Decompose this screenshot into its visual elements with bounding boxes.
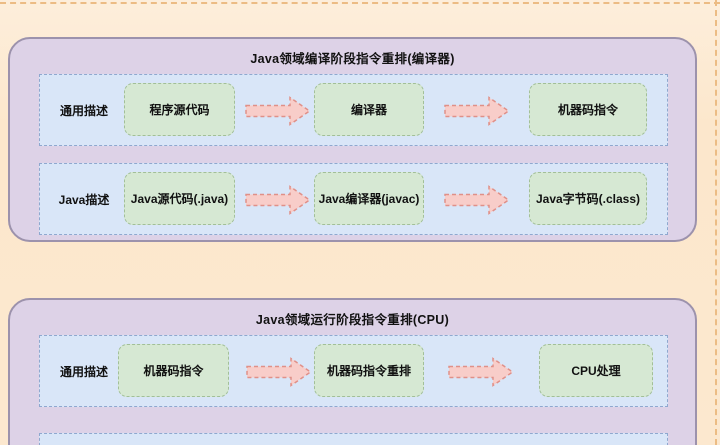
arrow-right-icon [245,96,311,126]
row-label [40,434,128,445]
row-label: Java描述 [58,192,110,207]
flow-node: CPU处理 [539,344,653,397]
row-label: 通用描述 [59,103,108,118]
flow-node: 机器码指令重排 [314,344,424,397]
flow-node: Java编译器(javac) [314,172,424,225]
flow-node: Java字节码(.class) [529,172,647,225]
flow-node: Java源代码(.java) [124,172,235,225]
canvas-border-top [0,2,720,4]
flow-row-partial [39,433,668,445]
section-runtime-phase: Java领域运行阶段指令重排(CPU) 通用描述 机器码指令 机器码指令重排 C… [8,298,697,445]
section-compile-phase: Java领域编译阶段指令重排(编译器) 通用描述 程序源代码 编译器 机器码指令… [8,37,697,242]
flow-node: 机器码指令 [529,83,647,136]
section-title: Java领域编译阶段指令重排(编译器) [250,52,455,66]
arrow-right-icon [448,357,514,387]
row-label: 通用描述 [59,364,108,379]
arrow-right-icon [444,96,510,126]
flow-row-generic: 通用描述 程序源代码 编译器 机器码指令 [39,74,668,146]
arrow-right-icon [245,185,311,215]
flow-node: 程序源代码 [124,83,235,136]
flow-row-java: Java描述 Java源代码(.java) Java编译器(javac) Jav… [39,163,668,235]
flow-row-generic: 通用描述 机器码指令 机器码指令重排 CPU处理 [39,335,668,407]
canvas-border-right [715,0,717,445]
arrow-right-icon [246,357,312,387]
flow-node: 编译器 [314,83,424,136]
arrow-right-icon [444,185,510,215]
flow-node: 机器码指令 [118,344,229,397]
section-title: Java领域运行阶段指令重排(CPU) [255,313,450,327]
